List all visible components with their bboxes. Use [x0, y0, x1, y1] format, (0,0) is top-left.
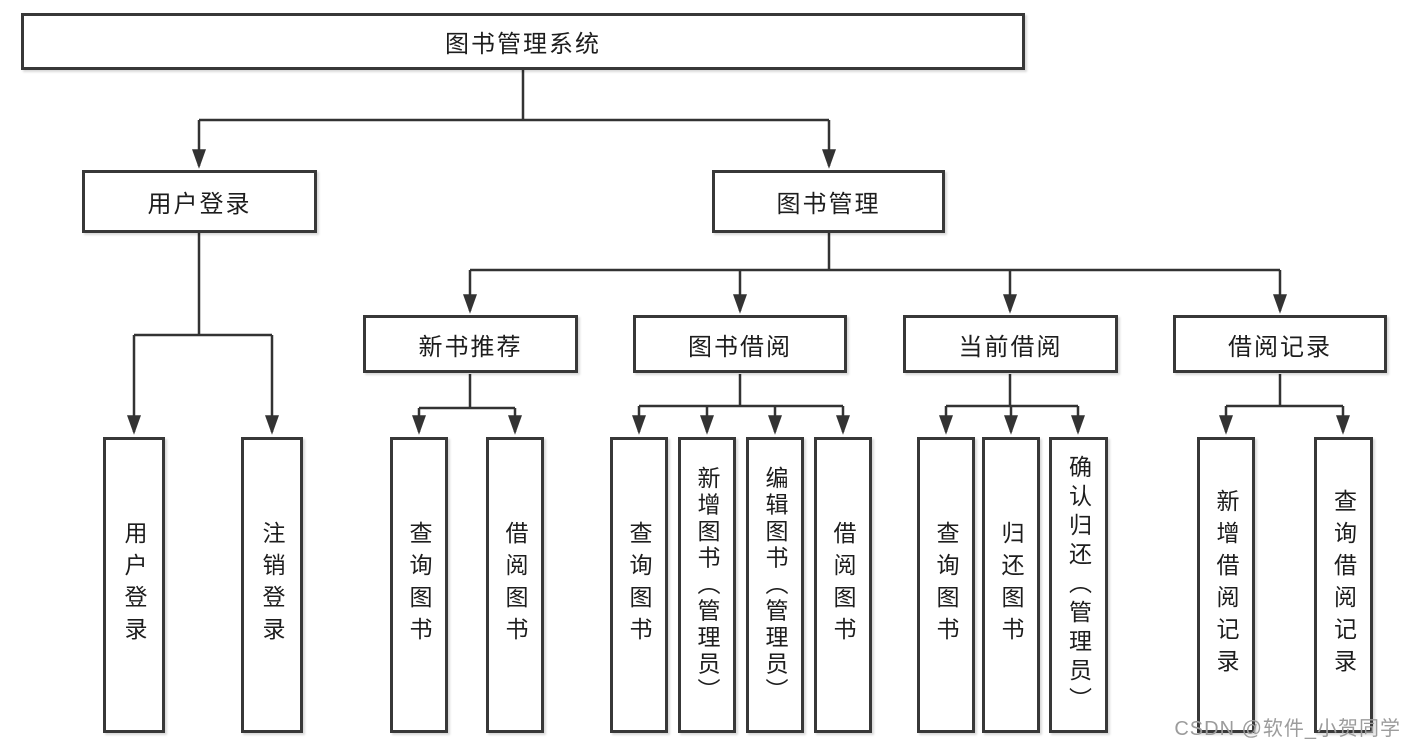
leaf-records-query-record: 查询借阅记录: [1314, 437, 1373, 733]
leaf-recommend-borrow-books-label: 借阅图书: [502, 521, 528, 649]
leaf-current-return-books: 归还图书: [982, 437, 1040, 733]
node-new-book-recommendation-label: 新书推荐: [418, 333, 523, 361]
leaf-records-add-record-label: 新增借阅记录: [1213, 489, 1239, 681]
leaf-logout-label: 注销登录: [259, 521, 285, 649]
node-book-borrowing: 图书借阅: [633, 315, 847, 373]
leaf-borrow-add-book-admin: 新增图书（管理员）: [678, 437, 736, 733]
leaf-recommend-query-books: 查询图书: [390, 437, 448, 733]
leaf-records-query-record-label: 查询借阅记录: [1330, 489, 1357, 681]
node-library-system-label: 图书管理系统: [445, 31, 601, 58]
leaf-current-query-books: 查询图书: [917, 437, 975, 733]
node-current-borrowing-label: 当前借阅: [958, 333, 1063, 361]
node-borrowing-records-label: 借阅记录: [1228, 333, 1332, 361]
leaf-borrow-query-books: 查询图书: [610, 437, 668, 733]
leaf-borrow-query-books-label: 查询图书: [626, 521, 652, 649]
leaf-borrow-add-book-admin-label: 新增图书（管理员）: [694, 465, 720, 705]
leaf-current-return-books-label: 归还图书: [998, 521, 1024, 649]
node-book-management: 图书管理: [712, 170, 945, 233]
leaf-current-confirm-return-admin: 确认归还（管理员）: [1049, 437, 1108, 733]
leaf-borrow-borrow-books-label: 借阅图书: [830, 521, 856, 649]
node-book-management-label: 图书管理: [776, 191, 881, 218]
node-book-borrowing-label: 图书借阅: [688, 333, 792, 361]
leaf-borrow-borrow-books: 借阅图书: [814, 437, 872, 733]
node-user-login-label: 用户登录: [147, 191, 252, 218]
node-user-login: 用户登录: [82, 170, 317, 233]
leaf-recommend-query-books-label: 查询图书: [406, 521, 432, 649]
leaf-records-add-record: 新增借阅记录: [1197, 437, 1255, 733]
leaf-current-confirm-return-admin-label: 确认归还（管理员）: [1065, 454, 1092, 716]
leaf-borrow-edit-book-admin: 编辑图书（管理员）: [746, 437, 804, 733]
leaf-user-login: 用户登录: [103, 437, 165, 733]
leaf-logout: 注销登录: [241, 437, 303, 733]
leaf-recommend-borrow-books: 借阅图书: [486, 437, 544, 733]
watermark-text: CSDN @软件_小贺同学: [1174, 718, 1401, 740]
node-current-borrowing: 当前借阅: [903, 315, 1118, 373]
leaf-user-login-label: 用户登录: [121, 521, 147, 649]
node-new-book-recommendation: 新书推荐: [363, 315, 578, 373]
node-library-system: 图书管理系统: [21, 13, 1025, 70]
node-borrowing-records: 借阅记录: [1173, 315, 1387, 373]
leaf-current-query-books-label: 查询图书: [933, 521, 959, 649]
leaf-borrow-edit-book-admin-label: 编辑图书（管理员）: [762, 465, 788, 705]
